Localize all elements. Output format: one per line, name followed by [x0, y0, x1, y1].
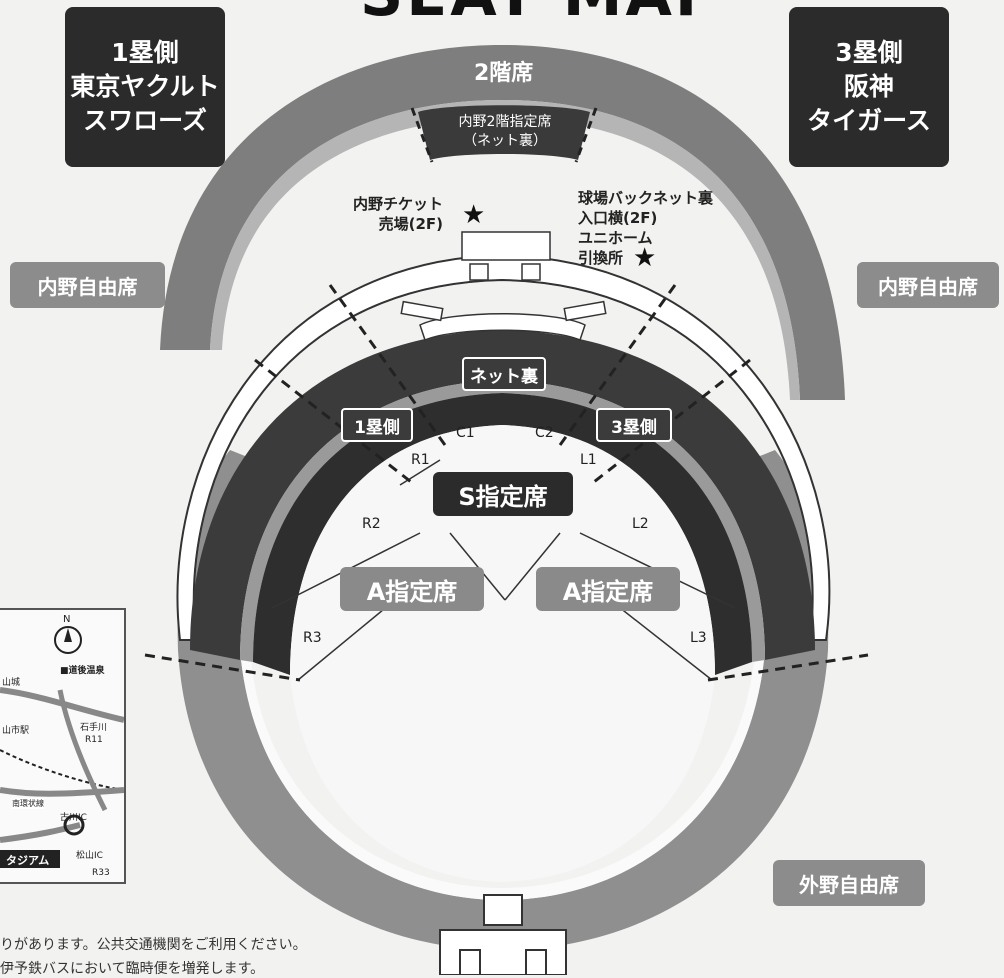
- third-base-side-section-label[interactable]: 3塁側: [596, 408, 672, 442]
- ticket-booth-star-icon: ★: [462, 200, 486, 230]
- backstop-stand: [419, 313, 586, 342]
- third-base-team-box: 3塁側 阪神 タイガース: [789, 7, 949, 167]
- access-note-1: りがあります。公共交通機関をご利用ください。: [0, 937, 307, 953]
- inset-r33-label: R33: [92, 868, 110, 878]
- scoreboard-top: [483, 894, 523, 926]
- press-box: [461, 231, 551, 261]
- third-base-team-name-2: タイガース: [807, 106, 931, 135]
- inset-ring-road-label: 南環状線: [12, 798, 44, 809]
- outfield-free-seat-label: 外野自由席: [773, 860, 925, 906]
- a-reserved-label-right[interactable]: A指定席: [536, 567, 680, 611]
- infield-inner-ring: [193, 279, 814, 641]
- ticket-booth-line-2: 売場(2F): [378, 215, 444, 233]
- booth-left: [469, 263, 489, 281]
- first-base-team-name-2: スワローズ: [83, 106, 207, 135]
- block-l2: L2: [632, 516, 649, 532]
- uniform-exchange-label: 球場バックネット裏 入口横(2F) ユニホーム 引換所: [578, 188, 713, 268]
- block-c2: C2: [535, 425, 554, 441]
- inset-r11-label: R11: [85, 735, 103, 745]
- upper-deck-label: 2階席: [474, 61, 534, 86]
- ticket-booth-label: 内野チケット 売場(2F): [353, 194, 443, 234]
- inset-stadium-label: タジアム: [6, 854, 50, 867]
- inset-castle-label: 山城: [2, 678, 21, 688]
- third-base-side-label: 3塁側: [835, 38, 903, 67]
- first-base-team-box: 1塁側 東京ヤクルト スワローズ: [65, 7, 225, 167]
- inset-ishite-label: 石手川: [80, 723, 108, 733]
- block-l3: L3: [690, 630, 707, 646]
- upper-infield-reserved-label-1: 内野2階指定席: [458, 114, 552, 130]
- scoreboard-base: [439, 929, 567, 975]
- uniform-exchange-star-icon: ★: [633, 243, 657, 273]
- inset-onsen-label: ■道後温泉: [60, 666, 105, 676]
- ticket-booth-line-1: 内野チケット: [353, 195, 444, 213]
- uniform-exchange-line-2: 入口横(2F): [578, 209, 658, 227]
- inset-furukawa-ic-label: 古川IC: [60, 813, 87, 823]
- s-reserved-label[interactable]: S指定席: [433, 472, 573, 516]
- infield-free-seat-label-left: 内野自由席: [10, 262, 165, 308]
- block-l1: L1: [580, 452, 597, 468]
- upper-infield-reserved-label: 内野2階指定席 （ネット裏）: [440, 113, 570, 151]
- behind-net-label[interactable]: ネット裏: [462, 357, 546, 391]
- north-arrow-icon: [54, 626, 82, 654]
- block-r2: R2: [362, 516, 381, 532]
- inset-matsuyama-ic-label: 松山IC: [76, 851, 103, 861]
- first-base-side-section-label[interactable]: 1塁側: [341, 408, 413, 442]
- upper-infield-reserved-label-2: （ネット裏）: [463, 133, 547, 149]
- page-title: SEAT MAP: [360, 0, 722, 30]
- upper-infield-reserved-block[interactable]: [418, 105, 590, 160]
- third-base-team-name-1: 阪神: [843, 72, 894, 101]
- field-interior: [290, 425, 715, 882]
- infield-free-seat-label-right: 内野自由席: [857, 262, 999, 308]
- first-base-side-label: 1塁側: [111, 38, 179, 67]
- s-a-reserved-ring[interactable]: [253, 393, 752, 675]
- booth-right: [521, 263, 541, 281]
- block-c1: C1: [456, 425, 475, 441]
- inset-north-label: N: [63, 614, 71, 625]
- uniform-exchange-line-4: 引換所: [578, 249, 624, 267]
- block-r1: R1: [411, 452, 430, 468]
- access-note-2: 伊予鉄バスにおいて臨時便を増発します。: [0, 961, 265, 977]
- uniform-exchange-line-3: ユニホーム: [578, 229, 653, 247]
- uniform-exchange-line-1: 球場バックネット裏: [578, 189, 714, 207]
- first-base-team-name-1: 東京ヤクルト: [70, 72, 220, 101]
- access-inset-map: N ■道後温泉 山城 山市駅 石手川 R11 南環状線 古川IC タジアム 松山…: [0, 608, 126, 884]
- upper-deck-seats[interactable]: [160, 45, 845, 400]
- a-reserved-label-left[interactable]: A指定席: [340, 567, 484, 611]
- block-r3: R3: [303, 630, 322, 646]
- inset-station-label: 山市駅: [2, 726, 30, 736]
